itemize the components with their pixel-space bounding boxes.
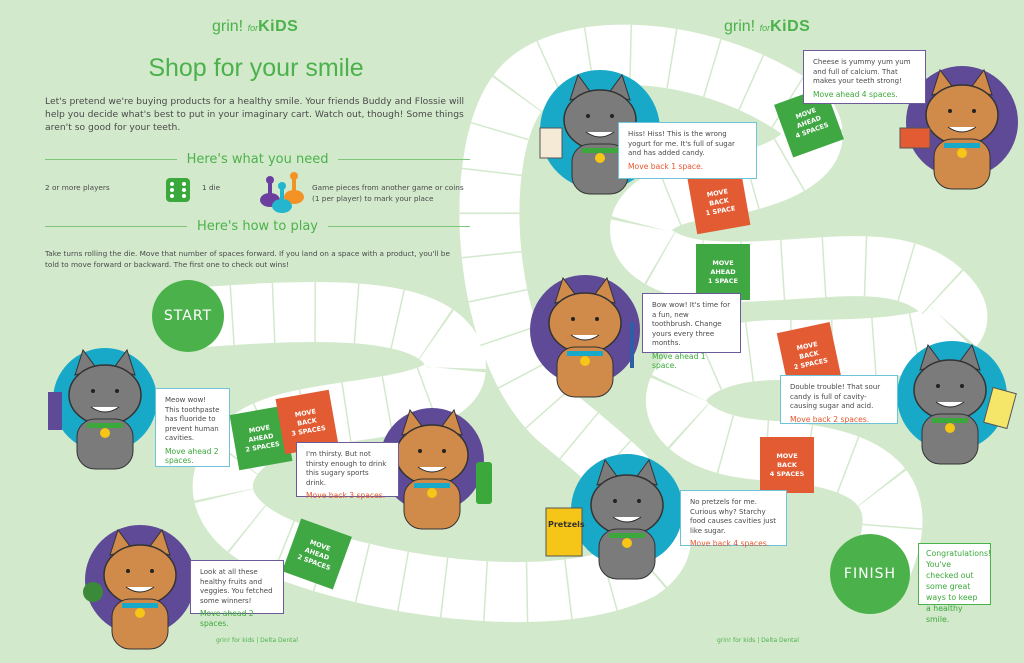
footer-right: grin! for kids | Delta Dental [717,637,799,644]
section-heading-need: Here's what you need [45,152,471,167]
intro-text: Let's pretend we're buying products for … [45,96,465,133]
die-text: 1 die [202,183,221,192]
page-title: Shop for your smile [148,54,364,82]
finish-space: FINISH [830,534,910,614]
speech-bubble-yogurt: Hiss! Hiss! This is the wrong yogurt for… [618,122,757,179]
tile-move-back-4: MOVE BACK 4 SPACES [760,437,814,493]
speech-bubble-cheese: Cheese is yummy yum yum and full of calc… [803,50,926,104]
brand-logo: grin! forKiDS [212,18,299,35]
speech-bubble-pretzels: No pretzels for me. Curious why? Starchy… [680,490,787,548]
die-icon [166,178,190,202]
tile-move-back-1: MOVE BACK 1 SPACE [687,169,751,235]
pieces-text: Game pieces from another game or coins (… [312,183,464,203]
players-text: 2 or more players [45,183,110,192]
rules-text: Take turns rolling the die. Move that nu… [45,249,450,269]
speech-bubble-toothpaste: Meow wow! This toothpaste has fluoride t… [155,388,230,467]
footer-left: grin! for kids | Delta Dental [216,637,298,644]
speech-bubble-toothbrush: Bow wow! It's time for a fun, new toothb… [642,293,741,370]
start-space: START [152,280,224,352]
speech-bubble-fruits: Look at all these healthy fruits and veg… [190,560,284,628]
pretzels-label: Pretzels [548,520,585,529]
speech-bubble-sports-drink: I'm thirsty. But not thirsty enough to d… [296,442,399,500]
game-pieces-icon [260,172,304,213]
section-heading-play: Here's how to play [45,219,471,234]
tile-move-ahead-1: MOVE AHEAD 1 SPACE [696,244,750,300]
speech-bubble-sour-candy: Double trouble! That sour candy is full … [780,375,898,424]
brand-logo: grin! forKiDS [724,18,811,35]
speech-bubble-congratulations: Congratulations! You've checked out some… [918,543,991,624]
